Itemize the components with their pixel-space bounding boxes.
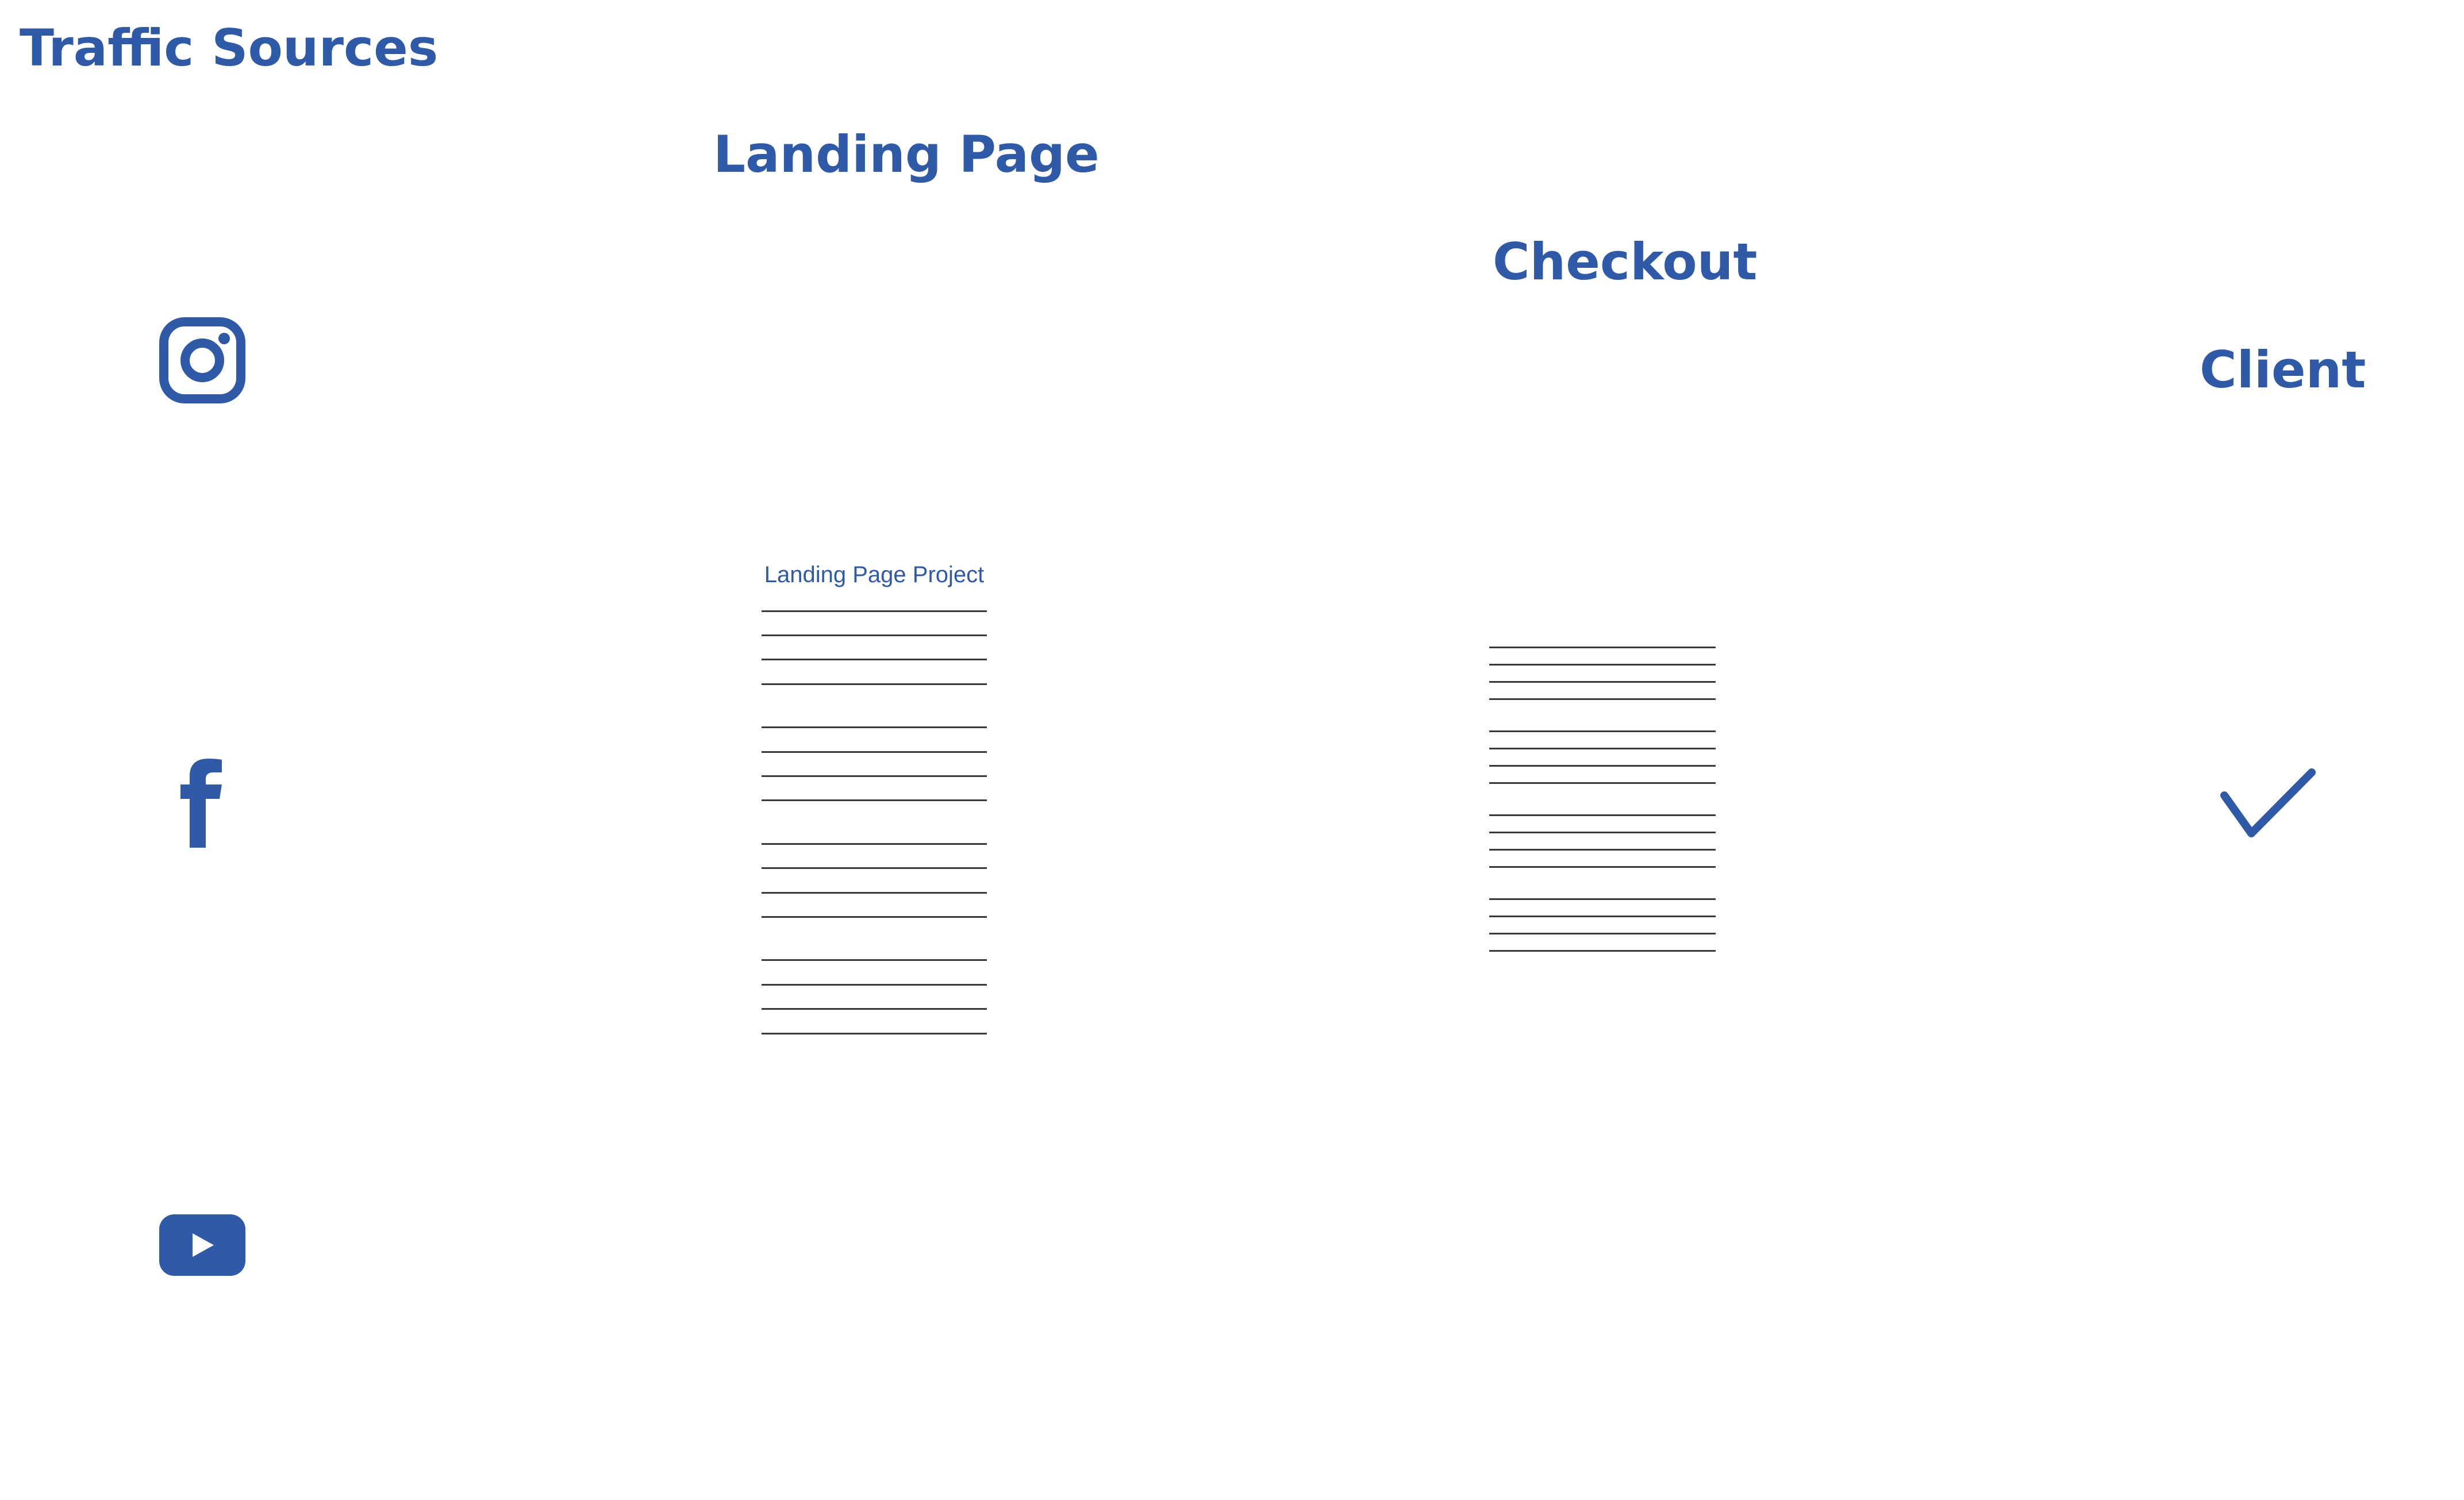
client-heading: Client [2200, 340, 2366, 399]
landing-page-heading: Landing Page [713, 125, 1100, 184]
text-line [762, 659, 987, 660]
text-line [1489, 765, 1716, 767]
text-line [1489, 782, 1716, 784]
text-line [1489, 647, 1716, 648]
text-line [762, 683, 987, 685]
checkout-heading: Checkout [1493, 232, 1758, 291]
text-line [762, 959, 987, 961]
text-line [762, 1008, 987, 1010]
facebook-icon [180, 759, 222, 848]
text-line [1489, 730, 1716, 732]
traffic-sources-heading: Traffic Sources [20, 18, 439, 78]
text-line [762, 984, 987, 986]
text-line [1489, 916, 1716, 917]
text-line [1489, 933, 1716, 934]
text-line [762, 892, 987, 894]
text-line [762, 634, 987, 636]
text-line [1489, 832, 1716, 833]
text-line [762, 751, 987, 753]
text-line [1489, 950, 1716, 952]
text-line [762, 726, 987, 728]
text-line [762, 610, 987, 612]
text-line [1489, 814, 1716, 816]
text-line [762, 867, 987, 869]
text-line [762, 799, 987, 801]
text-line [762, 775, 987, 777]
text-line [1489, 849, 1716, 851]
text-line [1489, 698, 1716, 700]
text-line [762, 1033, 987, 1034]
text-line [1489, 664, 1716, 666]
text-line [1489, 866, 1716, 868]
text-line [762, 916, 987, 918]
youtube-icon [159, 1214, 245, 1276]
checkmark-icon [2220, 768, 2316, 837]
landing-document-title: Landing Page Project [764, 562, 985, 587]
instagram-icon [159, 317, 245, 403]
text-line [1489, 681, 1716, 683]
text-line [1489, 748, 1716, 749]
text-line [1489, 898, 1716, 900]
text-line [762, 843, 987, 845]
